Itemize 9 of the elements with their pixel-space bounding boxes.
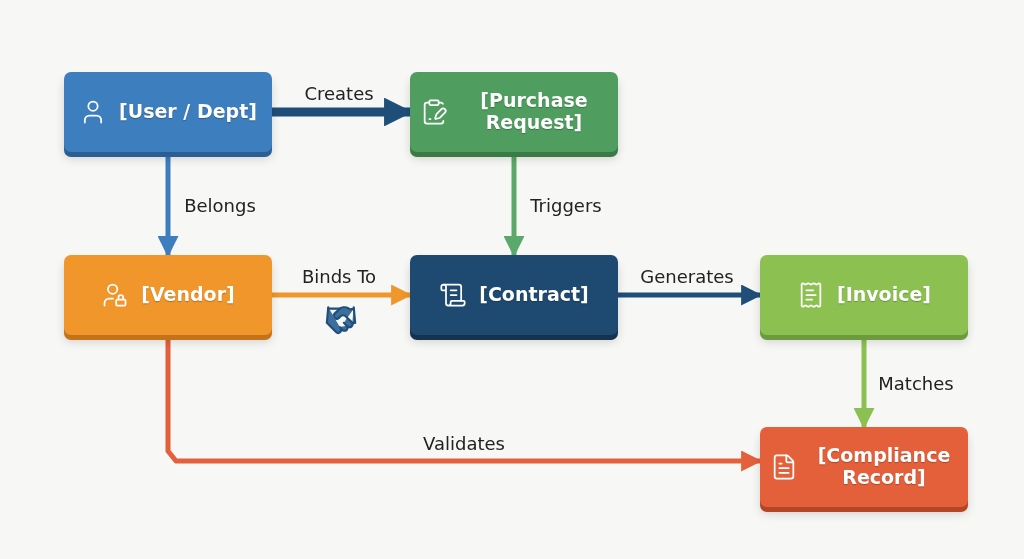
node-label: [Contract] — [479, 284, 589, 306]
node-label: [Vendor] — [141, 284, 235, 306]
node-label: [User / Dept] — [119, 101, 257, 123]
arrow — [853, 338, 875, 430]
arrow — [503, 155, 525, 258]
arrow — [157, 155, 179, 258]
node-label: [Compliance Record] — [816, 445, 952, 489]
node-label: [Purchase Request] — [479, 90, 589, 134]
node-label: [Invoice] — [836, 284, 932, 306]
